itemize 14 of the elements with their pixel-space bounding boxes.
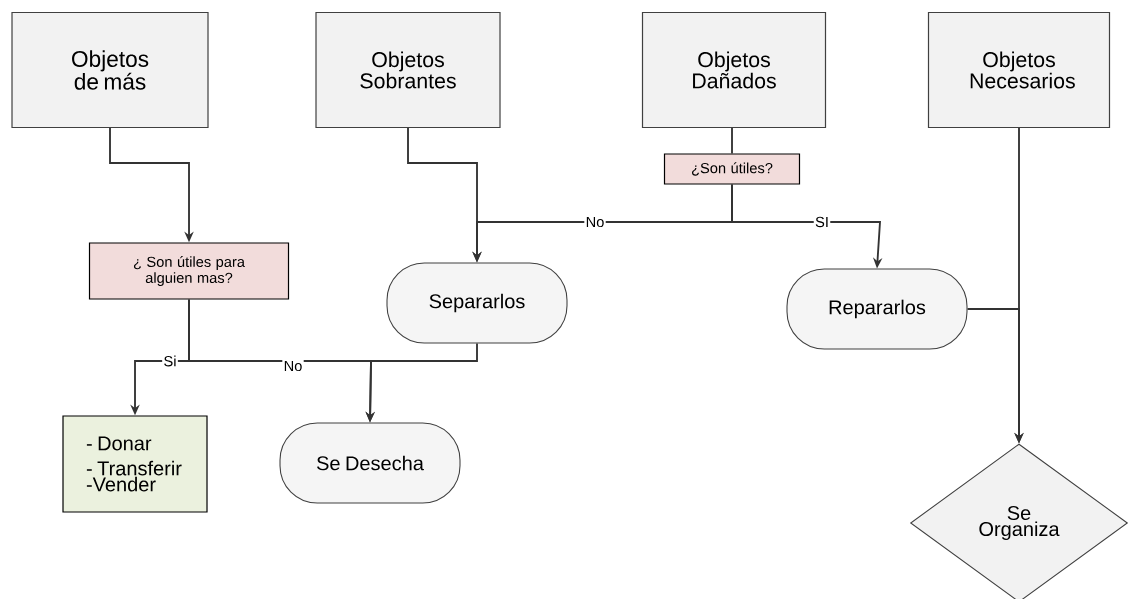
edge-label: No: [584, 215, 606, 229]
question-box: ¿Son útiles?: [663, 153, 801, 185]
edge-label: SI: [813, 215, 831, 229]
terminal-box: Separarlos: [386, 262, 568, 344]
process-box: Objetos Necesarios: [927, 11, 1111, 129]
question-box: ¿ Son útiles para alguien mas?: [88, 242, 290, 300]
edge-label: Si: [162, 354, 178, 368]
terminal-box: Se Desecha: [279, 422, 461, 504]
edge-label: No: [282, 359, 304, 373]
action-list-box: - Donar - Transferir -Vender: [62, 415, 208, 513]
process-box: Objetos Dañados: [641, 11, 827, 129]
terminal-box: Repararlos: [786, 268, 968, 350]
process-box: Objetos Sobrantes: [315, 11, 501, 129]
process-box: Objetos de más: [11, 11, 209, 129]
